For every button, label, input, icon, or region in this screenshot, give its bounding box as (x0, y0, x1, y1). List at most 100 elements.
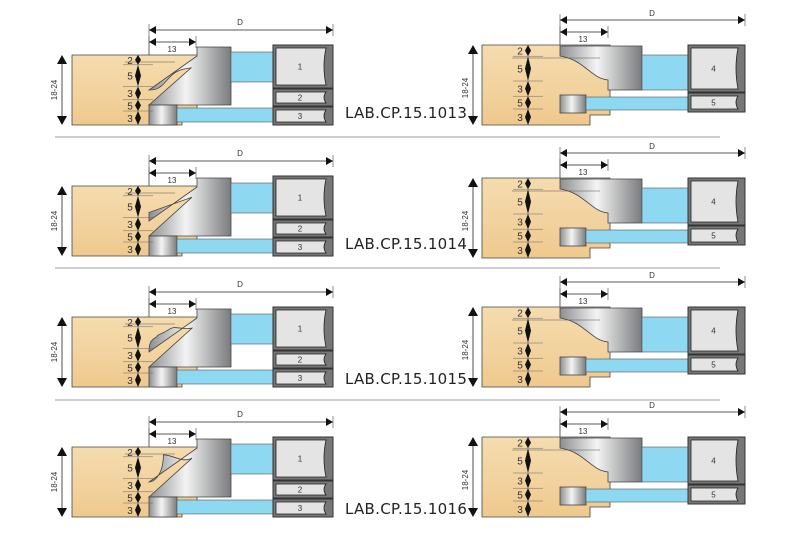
thickness-arrow-icon (468, 437, 478, 517)
insert-box-4-insert (690, 309, 739, 352)
shaft-upper (230, 51, 274, 83)
dimension-d-label: D (649, 271, 655, 280)
left-step-label-1: 2 (127, 448, 133, 459)
insert-box-5-insert (690, 228, 739, 243)
insert-box-5-label: 5 (711, 361, 716, 370)
right-step-label-5: 3 (517, 505, 523, 516)
right-step-label-4: 5 (517, 361, 523, 372)
left-step-label-3: 3 (127, 89, 133, 100)
right-step-label-3: 3 (517, 85, 523, 96)
insert-box-4-label: 4 (711, 198, 716, 207)
dimension-d-label: D (237, 410, 243, 419)
right-step-label-5: 3 (517, 113, 523, 124)
left-step-label-2: 5 (127, 334, 133, 345)
cutter-lower (559, 94, 587, 114)
dimension-13-arrowhead-right-icon (189, 300, 196, 308)
left-step-label-1: 2 (127, 56, 133, 67)
insert-box-1-insert (275, 439, 327, 478)
right-step-diamond-icon (525, 96, 531, 109)
dimension-13-arrowhead-left-icon (149, 430, 156, 438)
thickness-arrow-icon (468, 307, 478, 387)
right-step-diamond-icon (525, 178, 531, 190)
thickness-arrow-icon (468, 45, 478, 125)
insert-box-4-label: 4 (711, 327, 716, 336)
dimension-d-arrowhead-left-icon (149, 288, 156, 296)
right-step-label-3: 3 (517, 477, 523, 488)
cutter-upper-profile (559, 437, 643, 483)
shaft-upper (641, 187, 689, 224)
dimension-d-arrowhead-left-icon (560, 408, 567, 416)
right-step-label-4: 5 (517, 491, 523, 502)
insert-box-5-label: 5 (711, 232, 716, 241)
left-step-diamond-icon (135, 447, 141, 457)
left-step-label-3: 3 (127, 351, 133, 362)
dimension-d-label: D (649, 142, 655, 151)
right-step-diamond-icon (525, 501, 531, 517)
insert-box-5-insert (690, 357, 739, 372)
right-step-diamond-icon (525, 229, 531, 242)
dimension-13-arrowhead-right-icon (601, 161, 608, 169)
insert-box-5-insert (690, 487, 739, 502)
left-step-diamond-icon (135, 230, 141, 242)
shaft-lower (176, 107, 274, 123)
left-step-label-4: 5 (127, 493, 133, 504)
cutter-lower (148, 496, 178, 518)
insert-box-1-label: 1 (298, 455, 303, 464)
right-step-label-5: 3 (517, 246, 523, 257)
insert-box-3-label: 3 (298, 504, 303, 513)
shaft-upper (641, 446, 689, 483)
cutter-upper-profile (147, 438, 232, 498)
left-step-diamond-icon (135, 317, 141, 327)
insert-box-5-insert (690, 95, 739, 110)
dimension-d-label: D (649, 401, 655, 410)
dimension-13-arrowhead-left-icon (149, 169, 156, 177)
cutter-lower (148, 366, 178, 388)
dimension-d-arrowhead-left-icon (149, 418, 156, 426)
left-step-diamond-icon (135, 111, 141, 125)
right-step-label-5: 3 (517, 375, 523, 386)
insert-box-2-insert (275, 91, 327, 104)
shaft-lower (176, 238, 274, 254)
dimension-13-label: 13 (168, 437, 177, 446)
right-step-diamond-icon (525, 189, 531, 214)
code-label-1016: LAB.CP.15.1016 (345, 500, 468, 518)
left-step-label-2: 5 (127, 72, 133, 83)
thickness-label: 18-24 (461, 210, 470, 231)
insert-box-1-insert (275, 47, 327, 86)
left-step-label-2: 5 (127, 203, 133, 214)
insert-box-1-insert (275, 309, 327, 348)
left-step-label-3: 3 (127, 481, 133, 492)
dimension-13-arrowhead-right-icon (601, 290, 608, 298)
thickness-label: 18-24 (461, 469, 470, 490)
left-step-diamond-icon (135, 99, 141, 111)
dimension-13-arrowhead-left-icon (149, 38, 156, 46)
insert-box-5-label: 5 (711, 491, 716, 500)
shaft-lower (176, 499, 274, 515)
right-step-label-4: 5 (517, 232, 523, 243)
right-step-label-1: 2 (517, 47, 523, 58)
insert-box-1-insert (275, 178, 327, 217)
right-step-label-1: 2 (517, 180, 523, 191)
dimension-d-arrowhead-left-icon (560, 278, 567, 286)
left-step-label-4: 5 (127, 101, 133, 112)
right-step-label-4: 5 (517, 99, 523, 110)
insert-box-1-label: 1 (298, 325, 303, 334)
right-step-diamond-icon (525, 214, 531, 230)
insert-box-4-insert (690, 439, 739, 482)
insert-box-1-label: 1 (298, 194, 303, 203)
shaft-upper (641, 316, 689, 353)
right-step-label-3: 3 (517, 347, 523, 358)
insert-box-2-label: 2 (298, 486, 303, 495)
dimension-13-label: 13 (579, 35, 588, 44)
left-step-label-1: 2 (127, 187, 133, 198)
insert-box-2-label: 2 (298, 225, 303, 234)
right-step-diamond-icon (525, 488, 531, 501)
cutter-lower (148, 104, 178, 126)
insert-box-3-label: 3 (298, 112, 303, 121)
dimension-d-label: D (237, 149, 243, 158)
dimension-13-arrowhead-right-icon (601, 28, 608, 36)
right-step-label-2: 5 (517, 327, 523, 338)
